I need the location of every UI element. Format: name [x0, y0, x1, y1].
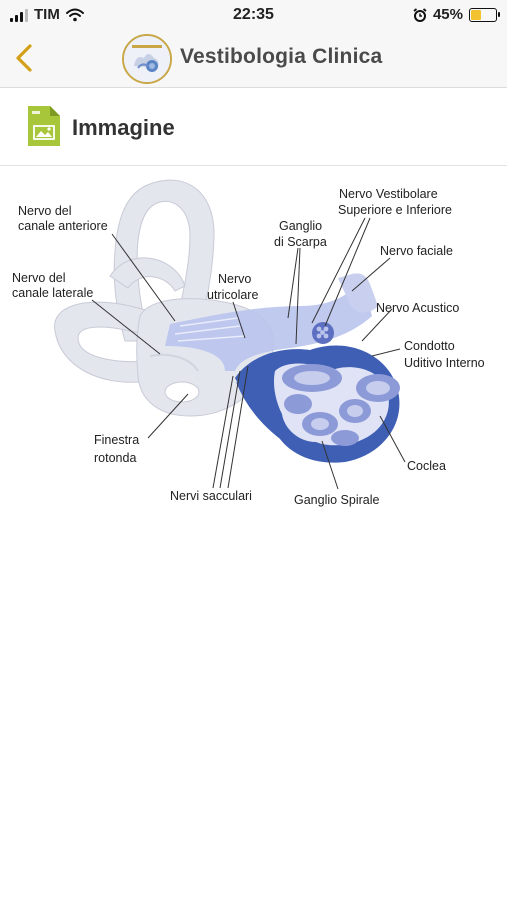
label-nervo-utricolare-1: Nervo	[218, 272, 251, 286]
nerve-bundle	[165, 273, 378, 371]
label-nervi-sacculari: Nervi sacculari	[170, 489, 252, 503]
battery-fill	[471, 9, 482, 20]
label-finestra-rotonda-2: rotonda	[94, 451, 136, 465]
back-chevron-icon[interactable]	[10, 42, 40, 74]
battery-icon	[469, 7, 500, 22]
label-nervo-vestibolare-2: Superiore e Inferiore	[338, 203, 452, 217]
image-file-icon	[28, 106, 60, 146]
label-nervo-canale-anteriore-2: canale anteriore	[18, 219, 108, 233]
label-condotto-uditivo-2: Uditivo Interno	[404, 356, 485, 370]
label-ganglio-scarpa-2: di Scarpa	[274, 235, 327, 249]
label-nervo-vestibolare-1: Nervo Vestibolare	[339, 187, 438, 201]
wifi-icon	[65, 8, 84, 21]
section-header: Immagine	[0, 88, 507, 166]
leader-lines	[91, 217, 406, 490]
signal-icon	[10, 8, 28, 22]
label-coclea: Coclea	[407, 459, 446, 473]
status-bar: TIM 22:35 45%	[0, 0, 507, 30]
alarm-icon	[413, 7, 427, 22]
label-nervo-faciale: Nervo faciale	[380, 244, 453, 258]
status-right: 45%	[413, 6, 500, 23]
round-window-shape	[164, 381, 200, 403]
label-condotto-uditivo-1: Condotto	[404, 339, 455, 353]
app-logo-icon	[124, 36, 170, 82]
label-nervo-utricolare-2: utricolare	[207, 288, 258, 302]
status-left: TIM	[10, 6, 84, 23]
app-logo	[122, 34, 172, 84]
section-title: Immagine	[72, 115, 175, 140]
nav-title: Vestibologia Clinica	[180, 45, 383, 68]
label-ganglio-spirale: Ganglio Spirale	[294, 493, 380, 507]
label-finestra-rotonda-1: Finestra	[94, 433, 139, 447]
battery-percent: 45%	[432, 6, 463, 23]
inner-ear-diagram: Nervo del canale anteriore Nervo del can…	[12, 179, 485, 507]
carrier-name: TIM	[34, 6, 60, 23]
cochlea-shape	[235, 345, 400, 463]
label-nervo-acustico: Nervo Acustico	[376, 301, 459, 315]
label-nervo-canale-anteriore-1: Nervo del	[18, 204, 72, 218]
navigation-bar: Vestibologia Clinica	[0, 30, 507, 88]
label-nervo-canale-laterale-1: Nervo del	[12, 271, 66, 285]
status-time: 22:35	[233, 6, 274, 23]
label-ganglio-scarpa-1: Ganglio	[279, 219, 322, 233]
label-nervo-canale-laterale-2: canale laterale	[12, 286, 93, 300]
